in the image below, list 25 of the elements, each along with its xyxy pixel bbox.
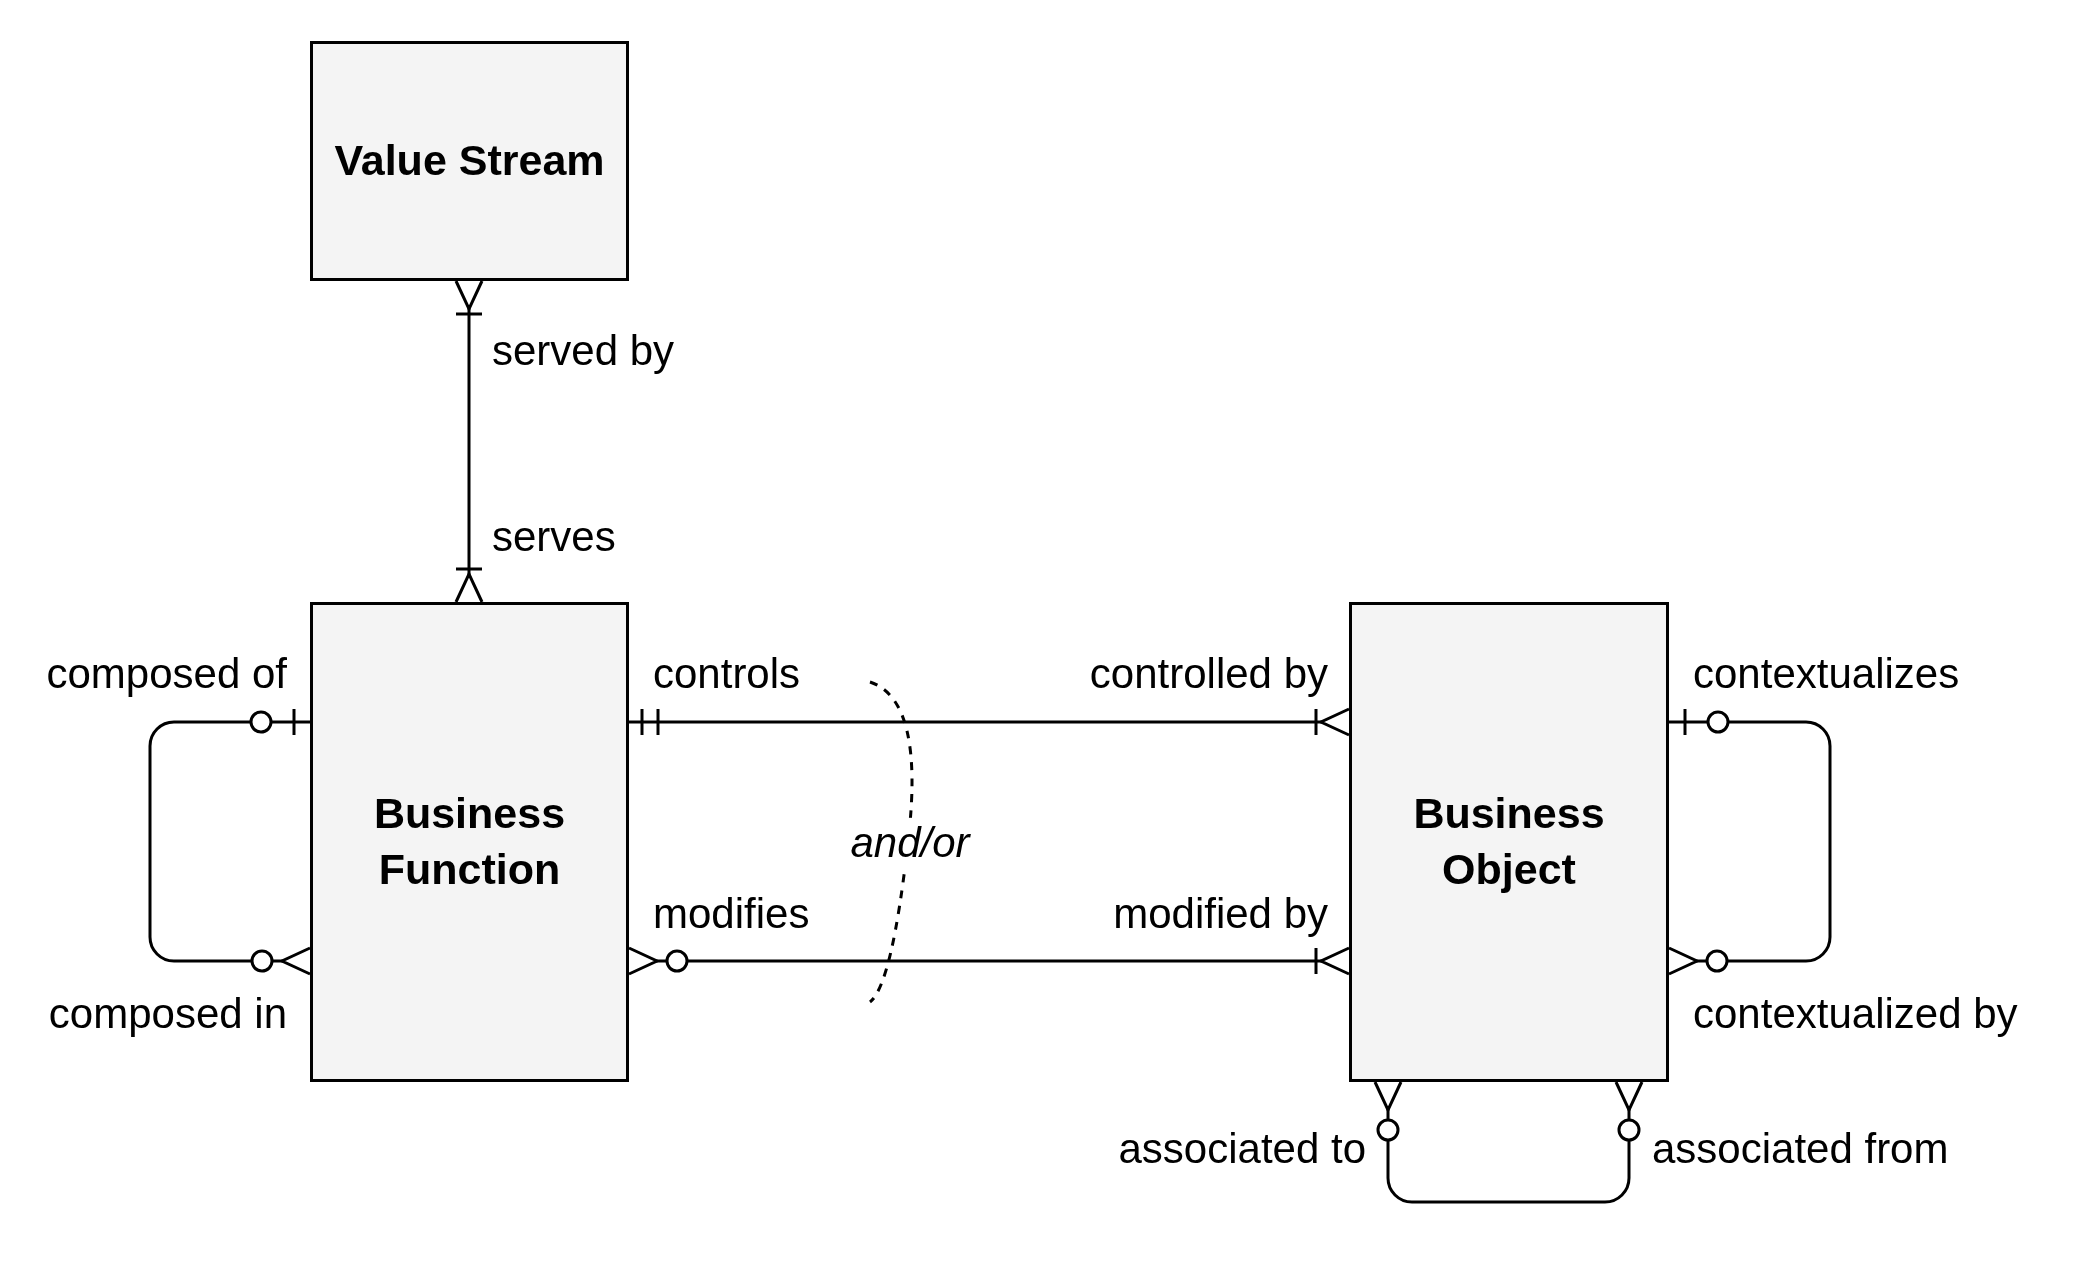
- entity-name: Business Function: [372, 788, 567, 895]
- entity-box: [1349, 602, 1669, 1082]
- relationship-line: [629, 707, 1351, 737]
- role-label: modifies: [653, 888, 810, 939]
- entity-box: [310, 602, 629, 1082]
- role-label: controlled by: [1089, 648, 1328, 699]
- relationship-line: [148, 707, 312, 976]
- entity-name: Value Stream: [333, 135, 606, 187]
- role-label: composed in: [48, 988, 287, 1039]
- role-label: associated to: [1118, 1123, 1366, 1174]
- relationship-line: [1373, 1080, 1644, 1204]
- note-label: and/or: [850, 817, 970, 869]
- relationship-line: [454, 279, 484, 604]
- entity-name: Business Object: [1412, 788, 1606, 895]
- role-label: controls: [653, 648, 801, 699]
- role-label: serves: [492, 511, 616, 562]
- relationship-line: [627, 946, 1351, 976]
- entity-box: [310, 41, 629, 281]
- role-label: modified by: [1113, 888, 1328, 939]
- role-label: composed of: [46, 648, 287, 699]
- role-label: associated from: [1652, 1123, 1949, 1174]
- role-label: served by: [492, 325, 675, 376]
- role-label: contextualizes: [1693, 648, 1960, 699]
- relationship-line: [1667, 707, 1832, 976]
- role-label: contextualized by: [1693, 988, 2018, 1039]
